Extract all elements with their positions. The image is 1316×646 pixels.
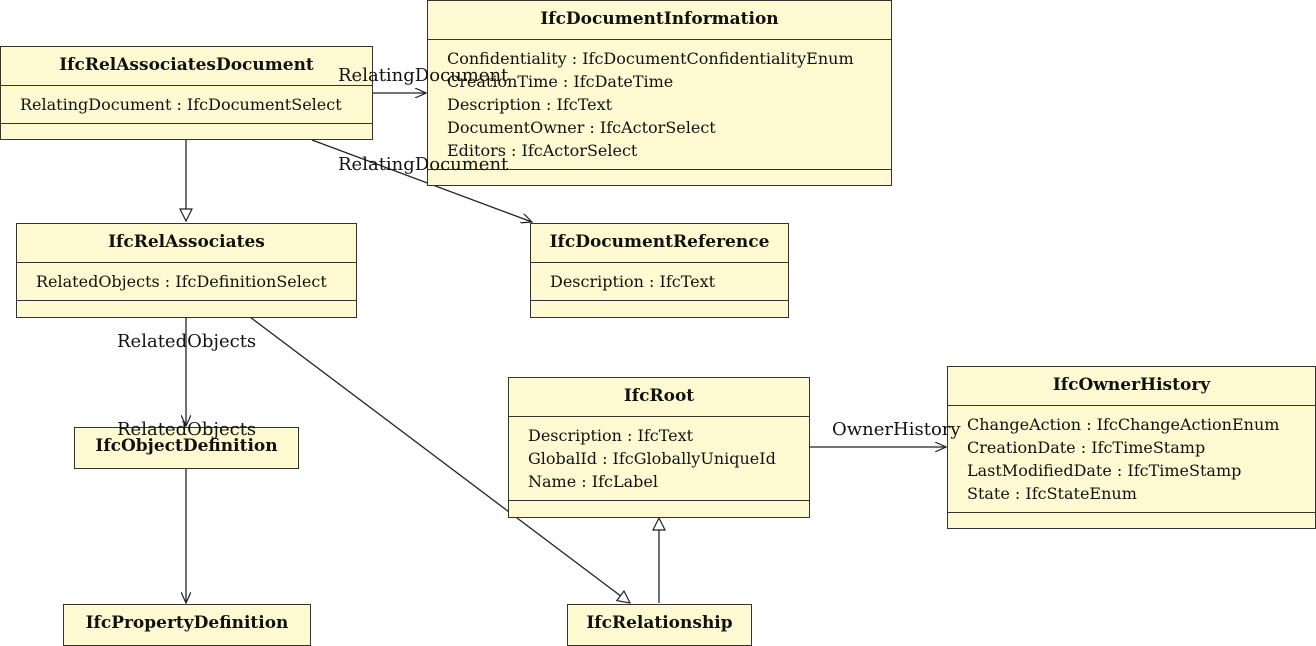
class-ifcroot[interactable]: IfcRoot Description : IfcText GlobalId :…: [508, 377, 810, 518]
class-attributes: Confidentiality : IfcDocumentConfidentia…: [428, 40, 891, 170]
attribute: RelatedObjects : IfcDefinitionSelect: [36, 272, 327, 291]
attribute: CreationDate : IfcTimeStamp: [967, 438, 1206, 457]
edge-label-relatedobjects: RelatedObjects: [117, 419, 257, 440]
class-name: IfcPropertyDefinition: [85, 613, 289, 633]
attribute: DocumentOwner : IfcActorSelect: [447, 118, 716, 137]
attribute: Confidentiality : IfcDocumentConfidentia…: [447, 49, 854, 68]
attribute: Editors : IfcActorSelect: [447, 141, 638, 160]
attribute: RelatingDocument : IfcDocumentSelect: [20, 95, 342, 114]
attribute: ChangeAction : IfcChangeActionEnum: [967, 415, 1280, 434]
attribute: CreationTime : IfcDateTime: [447, 72, 674, 91]
class-attributes: Description : IfcText: [531, 263, 788, 301]
attribute: Description : IfcText: [447, 95, 613, 114]
edge-label-relatingdocument: RelatingDocument: [338, 154, 509, 175]
class-ifcrelassociatesdocument[interactable]: IfcRelAssociatesDocument RelatingDocumen…: [0, 46, 373, 140]
edge-label-relatingdocument: RelatingDocument: [338, 65, 509, 86]
class-name: IfcRoot: [509, 378, 809, 417]
class-ifcrelassociates[interactable]: IfcRelAssociates RelatedObjects : IfcDef…: [16, 223, 357, 318]
class-name: IfcObjectDefinition: [95, 436, 278, 456]
attribute: LastModifiedDate : IfcTimeStamp: [967, 461, 1242, 480]
class-attributes: RelatingDocument : IfcDocumentSelect: [1, 86, 372, 124]
attribute: Description : IfcText: [528, 426, 694, 445]
class-ifcownerhistory[interactable]: IfcOwnerHistory ChangeAction : IfcChange…: [947, 366, 1316, 529]
class-attributes: ChangeAction : IfcChangeActionEnum Creat…: [948, 406, 1315, 513]
class-attributes: RelatedObjects : IfcDefinitionSelect: [17, 263, 356, 301]
class-ifcdocumentinformation[interactable]: IfcDocumentInformation Confidentiality :…: [427, 0, 892, 186]
edge-label-relatedobjects: RelatedObjects: [117, 331, 257, 352]
class-name: IfcOwnerHistory: [948, 367, 1315, 406]
attribute: State : IfcStateEnum: [967, 484, 1137, 503]
attribute: Description : IfcText: [550, 272, 716, 291]
class-name: IfcRelationship: [586, 613, 733, 633]
class-name: IfcRelAssociatesDocument: [1, 47, 372, 86]
class-ifcrelationship[interactable]: IfcRelationship: [567, 604, 752, 646]
class-ifcpropertydefinition[interactable]: IfcPropertyDefinition: [63, 604, 311, 646]
edge-relassoc-inherits-relationship: [249, 316, 630, 603]
class-ifcdocumentreference[interactable]: IfcDocumentReference Description : IfcTe…: [530, 223, 789, 318]
class-name: IfcDocumentInformation: [428, 1, 891, 40]
edge-label-ownerhistory: OwnerHistory: [832, 419, 961, 440]
class-ifcobjectdefinition[interactable]: IfcObjectDefinition: [74, 427, 299, 469]
edge-reldoc-to-docref: [311, 139, 532, 222]
class-attributes: Description : IfcText GlobalId : IfcGlob…: [509, 417, 809, 501]
attribute: GlobalId : IfcGloballyUniqueId: [528, 449, 776, 468]
class-name: IfcDocumentReference: [531, 224, 788, 263]
attribute: Name : IfcLabel: [528, 472, 658, 491]
class-name: IfcRelAssociates: [17, 224, 356, 263]
